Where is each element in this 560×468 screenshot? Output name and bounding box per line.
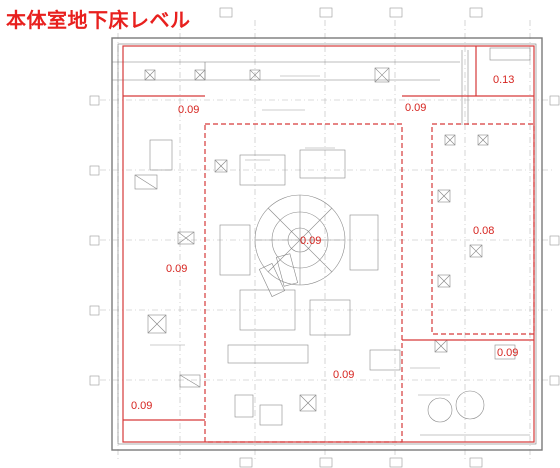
- zone-value-upper-right: 0.09: [405, 102, 427, 114]
- zone-value-lower-right: 0.09: [497, 347, 519, 359]
- building-walls: [111, 37, 543, 451]
- zone-value-inner-room: 0.09: [300, 235, 322, 247]
- zone-value-left-middle: 0.09: [166, 263, 188, 275]
- grid-lines: [100, 20, 555, 462]
- drawing-annotation-marks: [150, 75, 450, 396]
- zone-value-lower-center: 0.09: [333, 369, 355, 381]
- equipment-details: [134, 47, 531, 436]
- zone-value-top-right-corner: 0.13: [493, 74, 515, 86]
- zone-value-right-column: 0.08: [473, 225, 495, 237]
- grid-bubbles: [89, 7, 560, 468]
- zone-inner-room-boundary: [204, 123, 403, 443]
- zone-value-upper-left: 0.09: [178, 104, 200, 116]
- zone-dashed-boundaries: [204, 123, 535, 443]
- page-title: 本体室地下床レベル: [6, 8, 191, 32]
- zone-value-lower-left: 0.09: [131, 400, 153, 412]
- zone-right-column-boundary: [431, 123, 535, 335]
